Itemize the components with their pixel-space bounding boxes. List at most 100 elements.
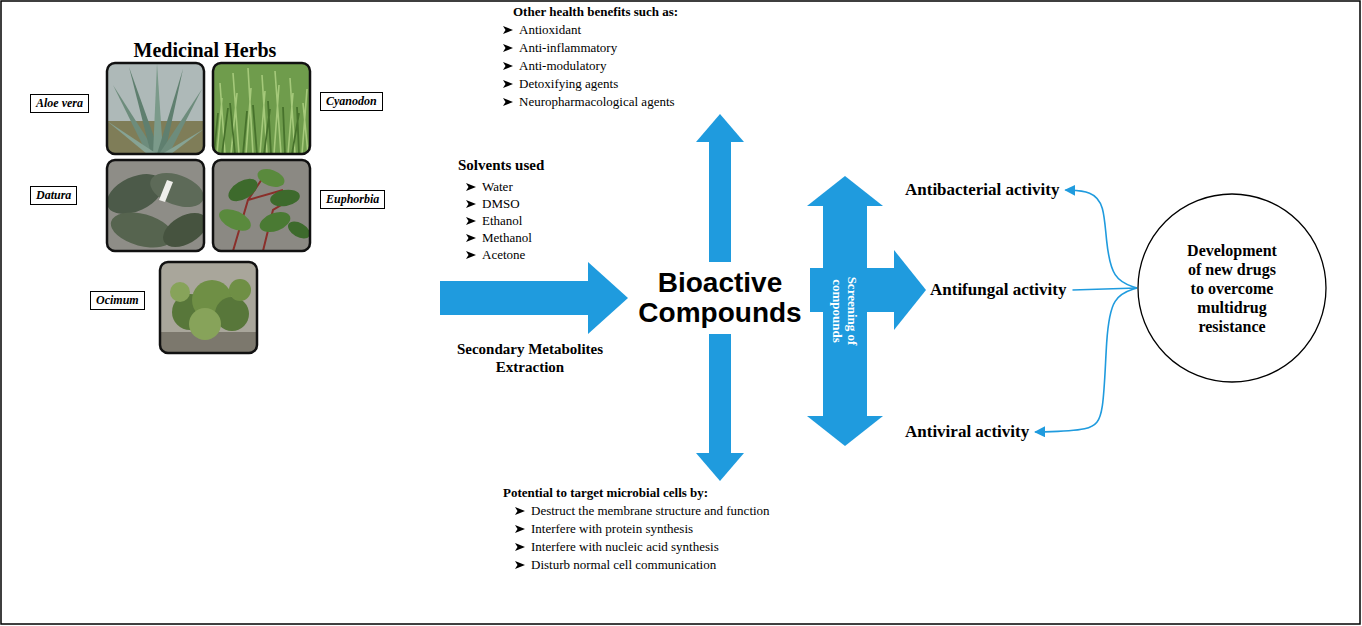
ocimum-photo (229, 279, 251, 301)
text-row: Datura (36, 188, 71, 203)
arrow-head (894, 250, 926, 330)
aloe-vera-photo (107, 63, 204, 154)
list-item: Anti-modulatory (503, 57, 678, 75)
solvent-item: Acetone (466, 246, 525, 263)
aloe-vera-photo (107, 63, 204, 154)
ocimum-photo (160, 262, 257, 353)
bullet-arrow (503, 44, 513, 52)
list-text: Interfere with protein synthesis (531, 520, 693, 538)
central-title: Bioactive Compounds (630, 262, 810, 334)
text-row: Other health benefits such as: (503, 3, 678, 21)
bullet-arrow (503, 98, 513, 106)
solvent-item: DMSO (466, 195, 520, 212)
bullet-arrow (503, 80, 513, 88)
arrow-shaft (709, 141, 731, 262)
solvent-name: Methanol (482, 229, 532, 246)
aloe-vera-photo (107, 121, 157, 154)
list-item: Destruct the membrane structure and func… (503, 502, 770, 520)
datura-photo (159, 180, 173, 202)
list-item: Interfere with protein synthesis (503, 520, 770, 538)
link-line (1065, 190, 1137, 288)
euphorbia-photo (213, 160, 310, 251)
cyanodon-photo (213, 63, 310, 154)
herb-label: Aloe vera (30, 94, 89, 113)
text-row: Euphorbia (326, 192, 379, 207)
flow-arrow (440, 262, 628, 334)
euphorbia-photo (213, 160, 310, 251)
bullet-arrow (466, 216, 476, 226)
herb-label: Ocimum (90, 291, 145, 310)
bullet-arrow (515, 543, 525, 551)
list-text: Anti-modulatory (519, 57, 606, 75)
text-row: Antifungal activity (930, 280, 1066, 300)
text-row: Antibacterial activity (905, 180, 1059, 200)
euphorbia-photo (255, 166, 287, 191)
activity-label: Antibacterial activity (905, 180, 1059, 200)
text-row: Cyanodon (326, 94, 377, 109)
solvent-item: Methanol (466, 229, 532, 246)
herb-label-text: Cyanodon (326, 94, 377, 108)
text-row: Medicinal Herbs (22, 38, 388, 62)
solvent-item: Ethanol (466, 212, 522, 229)
annotation-text: Solvents used (458, 157, 544, 173)
aloe-vera-photo (107, 63, 204, 154)
bullet-arrow (515, 525, 525, 533)
list-heading: Potential to target microbial cells by: (503, 485, 708, 500)
herb-label-text: Aloe vera (36, 96, 83, 110)
herb-label: Cyanodon (320, 92, 383, 111)
bullet-arrow (503, 97, 513, 107)
activity-label-text: Antibacterial activity (905, 180, 1059, 199)
ocimum-photo (170, 282, 190, 302)
bullet-arrow (515, 560, 525, 570)
cyanodon-photo (213, 63, 310, 154)
euphorbia-photo (225, 174, 262, 206)
bullet-list-block: Other health benefits such as:Antioxidan… (503, 3, 678, 111)
annotation: Solvents used (458, 156, 544, 174)
bullet-arrow (466, 251, 476, 259)
euphorbia-photo (213, 160, 313, 251)
link-line (1072, 288, 1137, 290)
bullet-arrow (503, 62, 513, 70)
arrow-head (696, 114, 744, 142)
bullet-arrow (503, 61, 513, 71)
arrow-shaft (709, 334, 731, 454)
list-item: Neuropharmacological agents (503, 93, 678, 111)
link-arrow (1072, 288, 1137, 290)
text-row: Ocimum (96, 293, 139, 308)
bullet-arrow (515, 507, 525, 515)
list-item: Antioxidant (503, 21, 678, 39)
solvent-name: Water (482, 178, 513, 195)
solvent-name: Acetone (482, 246, 525, 263)
bullet-arrow (515, 506, 525, 516)
arrow-head (807, 176, 883, 206)
bullet-arrow (466, 233, 476, 243)
arrow-shaft (440, 281, 589, 315)
herb-group-text: Medicinal Herbs (134, 39, 277, 61)
datura-photo (107, 160, 204, 251)
text-row: Development of new drugs to overcome mul… (1182, 241, 1282, 336)
list-item: Interfere with nucleic acid synthesis (503, 538, 770, 556)
goal-circle-text: Development of new drugs to overcome mul… (1187, 242, 1277, 335)
euphorbia-photo (285, 218, 310, 242)
bullet-arrow (466, 250, 476, 260)
herb-label: Euphorbia (320, 190, 385, 209)
list-text: Interfere with nucleic acid synthesis (531, 538, 719, 556)
ocimum-photo (160, 262, 257, 353)
bullet-arrow (503, 43, 513, 53)
activity-label-text: Antifungal activity (930, 280, 1066, 299)
list-text: Disturb normal cell communication (531, 556, 716, 574)
list-item: Disturb normal cell communication (503, 556, 770, 574)
herb-label-text: Ocimum (96, 293, 139, 307)
bullet-arrow (515, 561, 525, 569)
link-arrow (1065, 190, 1137, 288)
link-arrow (1035, 288, 1137, 432)
euphorbia-photo (269, 188, 301, 209)
datura-photo (146, 166, 204, 213)
cyanodon-photo (214, 101, 299, 154)
bullet-arrow (515, 542, 525, 552)
arrow-head (588, 262, 628, 334)
circle-outline (1138, 194, 1326, 382)
